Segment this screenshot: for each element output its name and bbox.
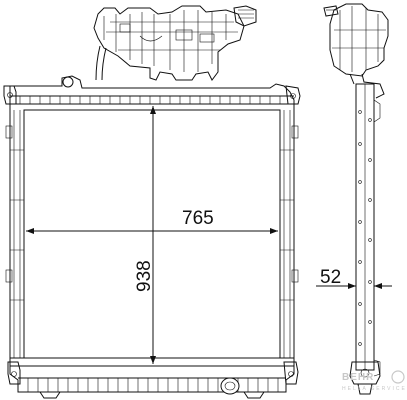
width-dimension: 765 xyxy=(26,208,278,234)
expansion-tank xyxy=(93,5,257,81)
width-dimension-label: 765 xyxy=(182,208,214,229)
side-view: 52 xyxy=(316,3,392,395)
top-tank xyxy=(3,75,301,105)
column-holes xyxy=(358,110,372,346)
brand-logo: BEHR HELLA SERVICE xyxy=(342,370,407,392)
front-view: 765 938 xyxy=(3,5,301,399)
brand-logo-mark xyxy=(391,370,405,384)
height-dimension: 938 xyxy=(134,106,156,364)
brand-logo-text: BEHR xyxy=(342,372,374,383)
depth-dimension-label: 52 xyxy=(320,267,341,288)
side-expansion-tank xyxy=(323,3,389,99)
side-column xyxy=(349,83,381,395)
radiator-core xyxy=(5,103,299,367)
brand-logo-subtext: HELLA SERVICE xyxy=(342,386,407,392)
bottom-tank xyxy=(7,357,299,399)
height-dimension-label: 938 xyxy=(134,260,155,292)
depth-dimension: 52 xyxy=(316,267,392,289)
